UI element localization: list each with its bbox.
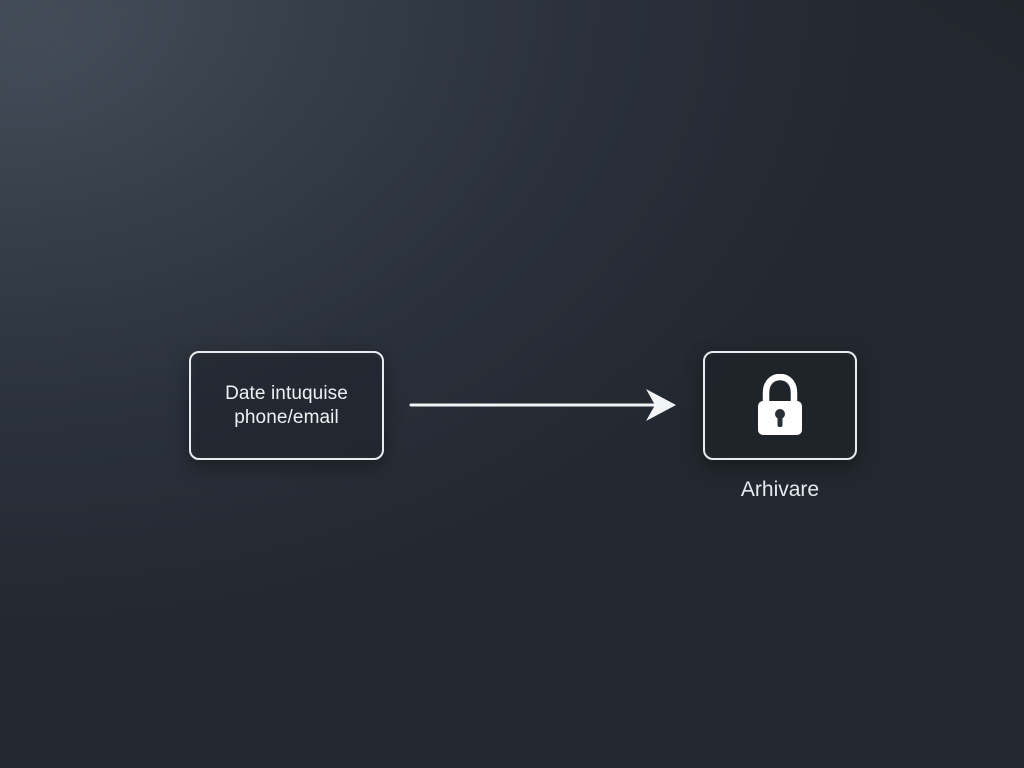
source-box-line-1: Date intuquise	[225, 382, 348, 404]
padlock-icon	[758, 373, 802, 435]
flow-arrow-head	[646, 389, 676, 421]
flow-arrow	[409, 389, 676, 421]
source-box-line-2: phone/email	[234, 406, 339, 428]
target-caption: Arhivare	[740, 478, 820, 501]
target-box	[703, 351, 857, 460]
source-box: Date intuquise phone/email	[189, 351, 384, 460]
